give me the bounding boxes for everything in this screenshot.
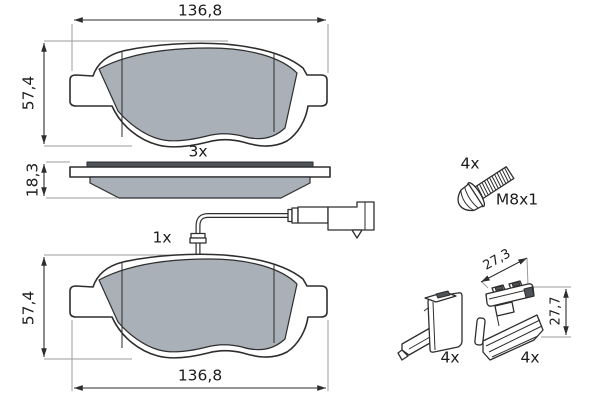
qty-pad-front: 3x (188, 142, 208, 161)
pad-sensor-view (69, 201, 375, 359)
dim-height-top: 57,4 (19, 75, 38, 111)
extension-lines (44, 24, 571, 391)
qty-clip-b: 4x (520, 348, 540, 367)
dim-clip-height: 27,7 (548, 296, 564, 326)
friction-material (89, 176, 311, 199)
clip-drawing-b (474, 280, 544, 361)
pad-side-view (69, 161, 331, 199)
qty-clip-a: 4x (440, 348, 460, 367)
bolt-drawing (457, 166, 515, 212)
qty-pad-sensor: 1x (152, 228, 172, 247)
clip-drawing-a (397, 290, 463, 361)
backing-plate (69, 166, 331, 178)
sensor-wire (195, 213, 289, 256)
pad-front-view (69, 42, 328, 148)
dimension-lines (41, 17, 569, 391)
qty-bolt: 4x (460, 154, 480, 173)
wire-grommet (190, 232, 206, 239)
dim-thickness: 18,3 (23, 162, 42, 198)
sensor-connector (287, 201, 375, 239)
dim-width-top: 136,8 (177, 1, 223, 20)
dim-height-bottom: 57,4 (19, 290, 38, 326)
bolt-head (457, 183, 484, 212)
dim-width-bottom: 136,8 (177, 366, 223, 385)
bolt-thread-spec: M8x1 (495, 190, 539, 209)
